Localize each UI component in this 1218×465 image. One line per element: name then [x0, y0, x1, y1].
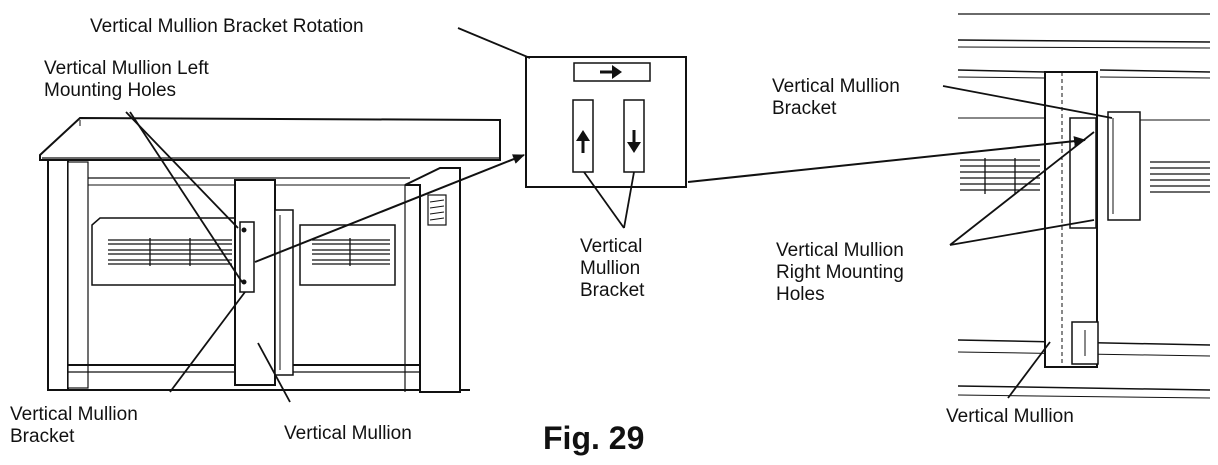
left-mullion-label: Vertical Mullion: [284, 423, 412, 444]
right-bracket-label: Vertical Mullion Bracket: [772, 76, 900, 119]
right-mounting-holes-label: Vertical Mullion Right Mounting Holes: [776, 240, 904, 305]
arrow-down-icon: [627, 130, 641, 153]
left-bracket-label: Vertical Mullion Bracket: [10, 404, 138, 447]
left-mounting-holes-label: Vertical Mullion Left Mounting Holes: [44, 58, 209, 101]
arrow-right-icon: [600, 65, 622, 79]
side-vents: [960, 158, 1210, 194]
connector-arrows: [254, 136, 1086, 263]
right-mullion-label: Vertical Mullion: [946, 406, 1074, 427]
center-bracket-label: Vertical Mullion Bracket: [580, 236, 645, 301]
mullion-detail-illustration: [957, 13, 1211, 399]
leader-lines: [125, 27, 1113, 403]
bracket-rotation-label: Vertical Mullion Bracket Rotation: [90, 16, 364, 37]
arrow-up-icon: [576, 130, 590, 153]
figure-caption: Fig. 29: [543, 420, 645, 456]
bracket-rotation-inset: [525, 56, 687, 188]
evaporator-vents: [108, 238, 390, 266]
